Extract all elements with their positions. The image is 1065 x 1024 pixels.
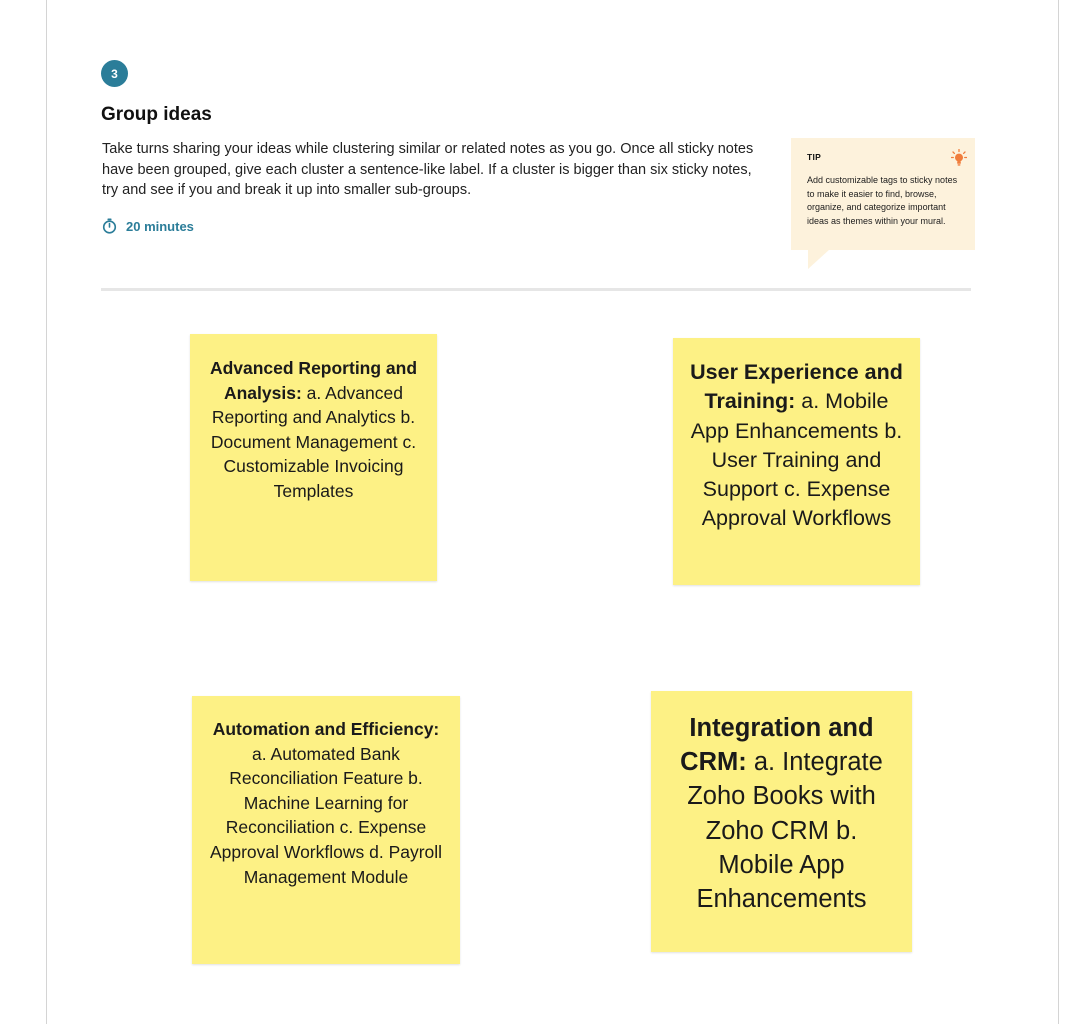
section-divider [101, 288, 971, 291]
sticky-note[interactable]: User Experience and Training: a. Mobile … [673, 338, 920, 585]
sticky-note[interactable]: Automation and Efficiency: a. Automated … [192, 696, 460, 964]
sticky-note-text: Advanced Reporting and Analysis: a. Adva… [202, 356, 425, 503]
sticky-note-body: a. Mobile App Enhancements b. User Train… [690, 389, 903, 531]
section-title: Group ideas [101, 104, 212, 125]
step-number-badge: 3 [101, 60, 128, 87]
sticky-note-title: User Experience and Training: [690, 360, 903, 414]
sticky-note-text: Integration and CRM: a. Integrate Zoho B… [665, 711, 898, 916]
tip-label: TIP [807, 152, 822, 162]
tip-card[interactable]: TIP Add customizable tags to sticky note… [791, 138, 975, 250]
sticky-note-title: Automation and Efficiency: [212, 719, 440, 739]
duration-text: 20 minutes [126, 218, 194, 234]
tip-text: Add customizable tags to sticky notes to… [807, 175, 958, 226]
sticky-note-text: User Experience and Training: a. Mobile … [685, 358, 908, 534]
sticky-note-text: Automation and Efficiency: a. Automated … [208, 717, 444, 889]
timer-icon [102, 218, 117, 234]
step-number: 3 [111, 66, 118, 81]
section-description: Take turns sharing your ideas while clus… [102, 141, 754, 198]
sticky-note-title: Advanced Reporting and Analysis: [209, 358, 418, 403]
sticky-note[interactable]: Integration and CRM: a. Integrate Zoho B… [651, 691, 912, 952]
sticky-note-body: a. Advanced Reporting and Analytics b. D… [210, 382, 417, 501]
duration-indicator: 20 minutes [102, 218, 194, 234]
sticky-note-body: a. Automated Bank Reconciliation Feature… [209, 743, 443, 887]
sticky-note[interactable]: Advanced Reporting and Analysis: a. Adva… [190, 334, 437, 581]
sticky-note-title: Integration and CRM: [680, 714, 874, 777]
sticky-note-body: a. Integrate Zoho Books with Zoho CRM b.… [687, 748, 883, 914]
tip-pointer [808, 249, 830, 269]
lightbulb-icon [950, 148, 968, 172]
